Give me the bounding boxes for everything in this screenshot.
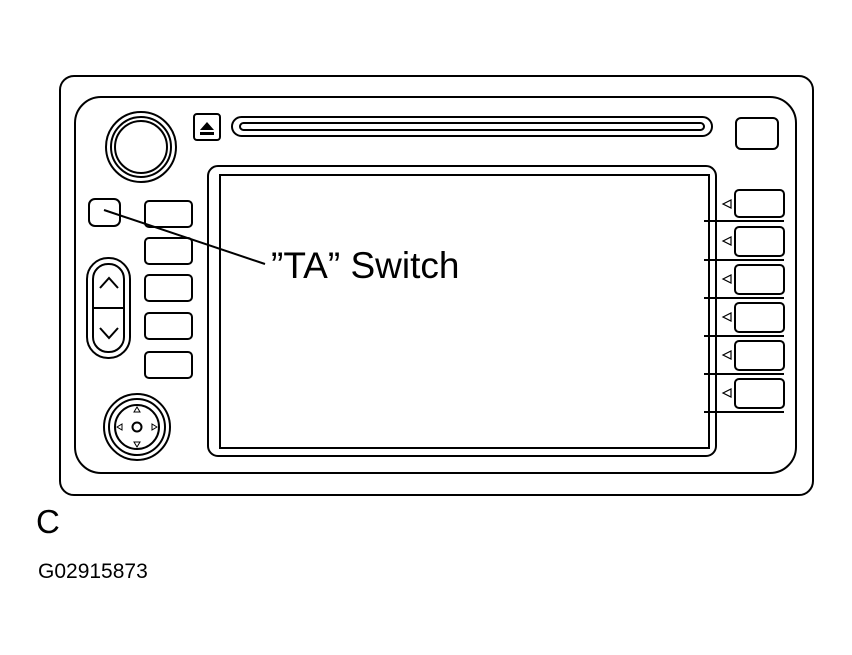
faceplate-inner: [74, 96, 797, 474]
left-button-4[interactable]: [144, 312, 193, 340]
left-button-2[interactable]: [144, 237, 193, 265]
display-screen: [207, 165, 717, 457]
eject-icon: [200, 122, 214, 135]
triangle-left-icon: [721, 199, 732, 209]
left-button-5[interactable]: [144, 351, 193, 379]
seek-rocker[interactable]: [86, 257, 131, 359]
eject-button[interactable]: [193, 113, 221, 141]
chevron-down-icon: [99, 327, 119, 340]
preset-button-1[interactable]: [734, 189, 785, 218]
directional-pad-center: [131, 421, 143, 433]
view-letter: C: [36, 503, 60, 540]
directional-pad[interactable]: [103, 393, 171, 461]
volume-knob[interactable]: [105, 111, 177, 183]
triangle-left-icon: [721, 236, 732, 246]
preset-button-4[interactable]: [734, 302, 785, 333]
preset-button-5[interactable]: [734, 340, 785, 371]
left-button-1[interactable]: [144, 200, 193, 228]
preset-button-2[interactable]: [734, 226, 785, 257]
triangle-left-icon: [721, 274, 732, 284]
directional-pad-icon: [116, 406, 158, 448]
left-button-3[interactable]: [144, 274, 193, 302]
ta-switch[interactable]: [88, 198, 121, 227]
triangle-left-icon: [721, 388, 732, 398]
top-right-button[interactable]: [735, 117, 779, 150]
faceplate-outer: [59, 75, 814, 496]
ta-switch-callout: ”TA” Switch: [271, 245, 460, 286]
preset-button-3[interactable]: [734, 264, 785, 295]
figure-id: G02915873: [38, 560, 148, 583]
triangle-left-icon: [721, 312, 732, 322]
preset-button-6[interactable]: [734, 378, 785, 409]
triangle-left-icon: [721, 350, 732, 360]
preset-buttons: [704, 189, 785, 413]
chevron-up-icon: [99, 276, 119, 289]
disc-slot: [231, 116, 713, 137]
callout-leader-line: [103, 209, 266, 265]
